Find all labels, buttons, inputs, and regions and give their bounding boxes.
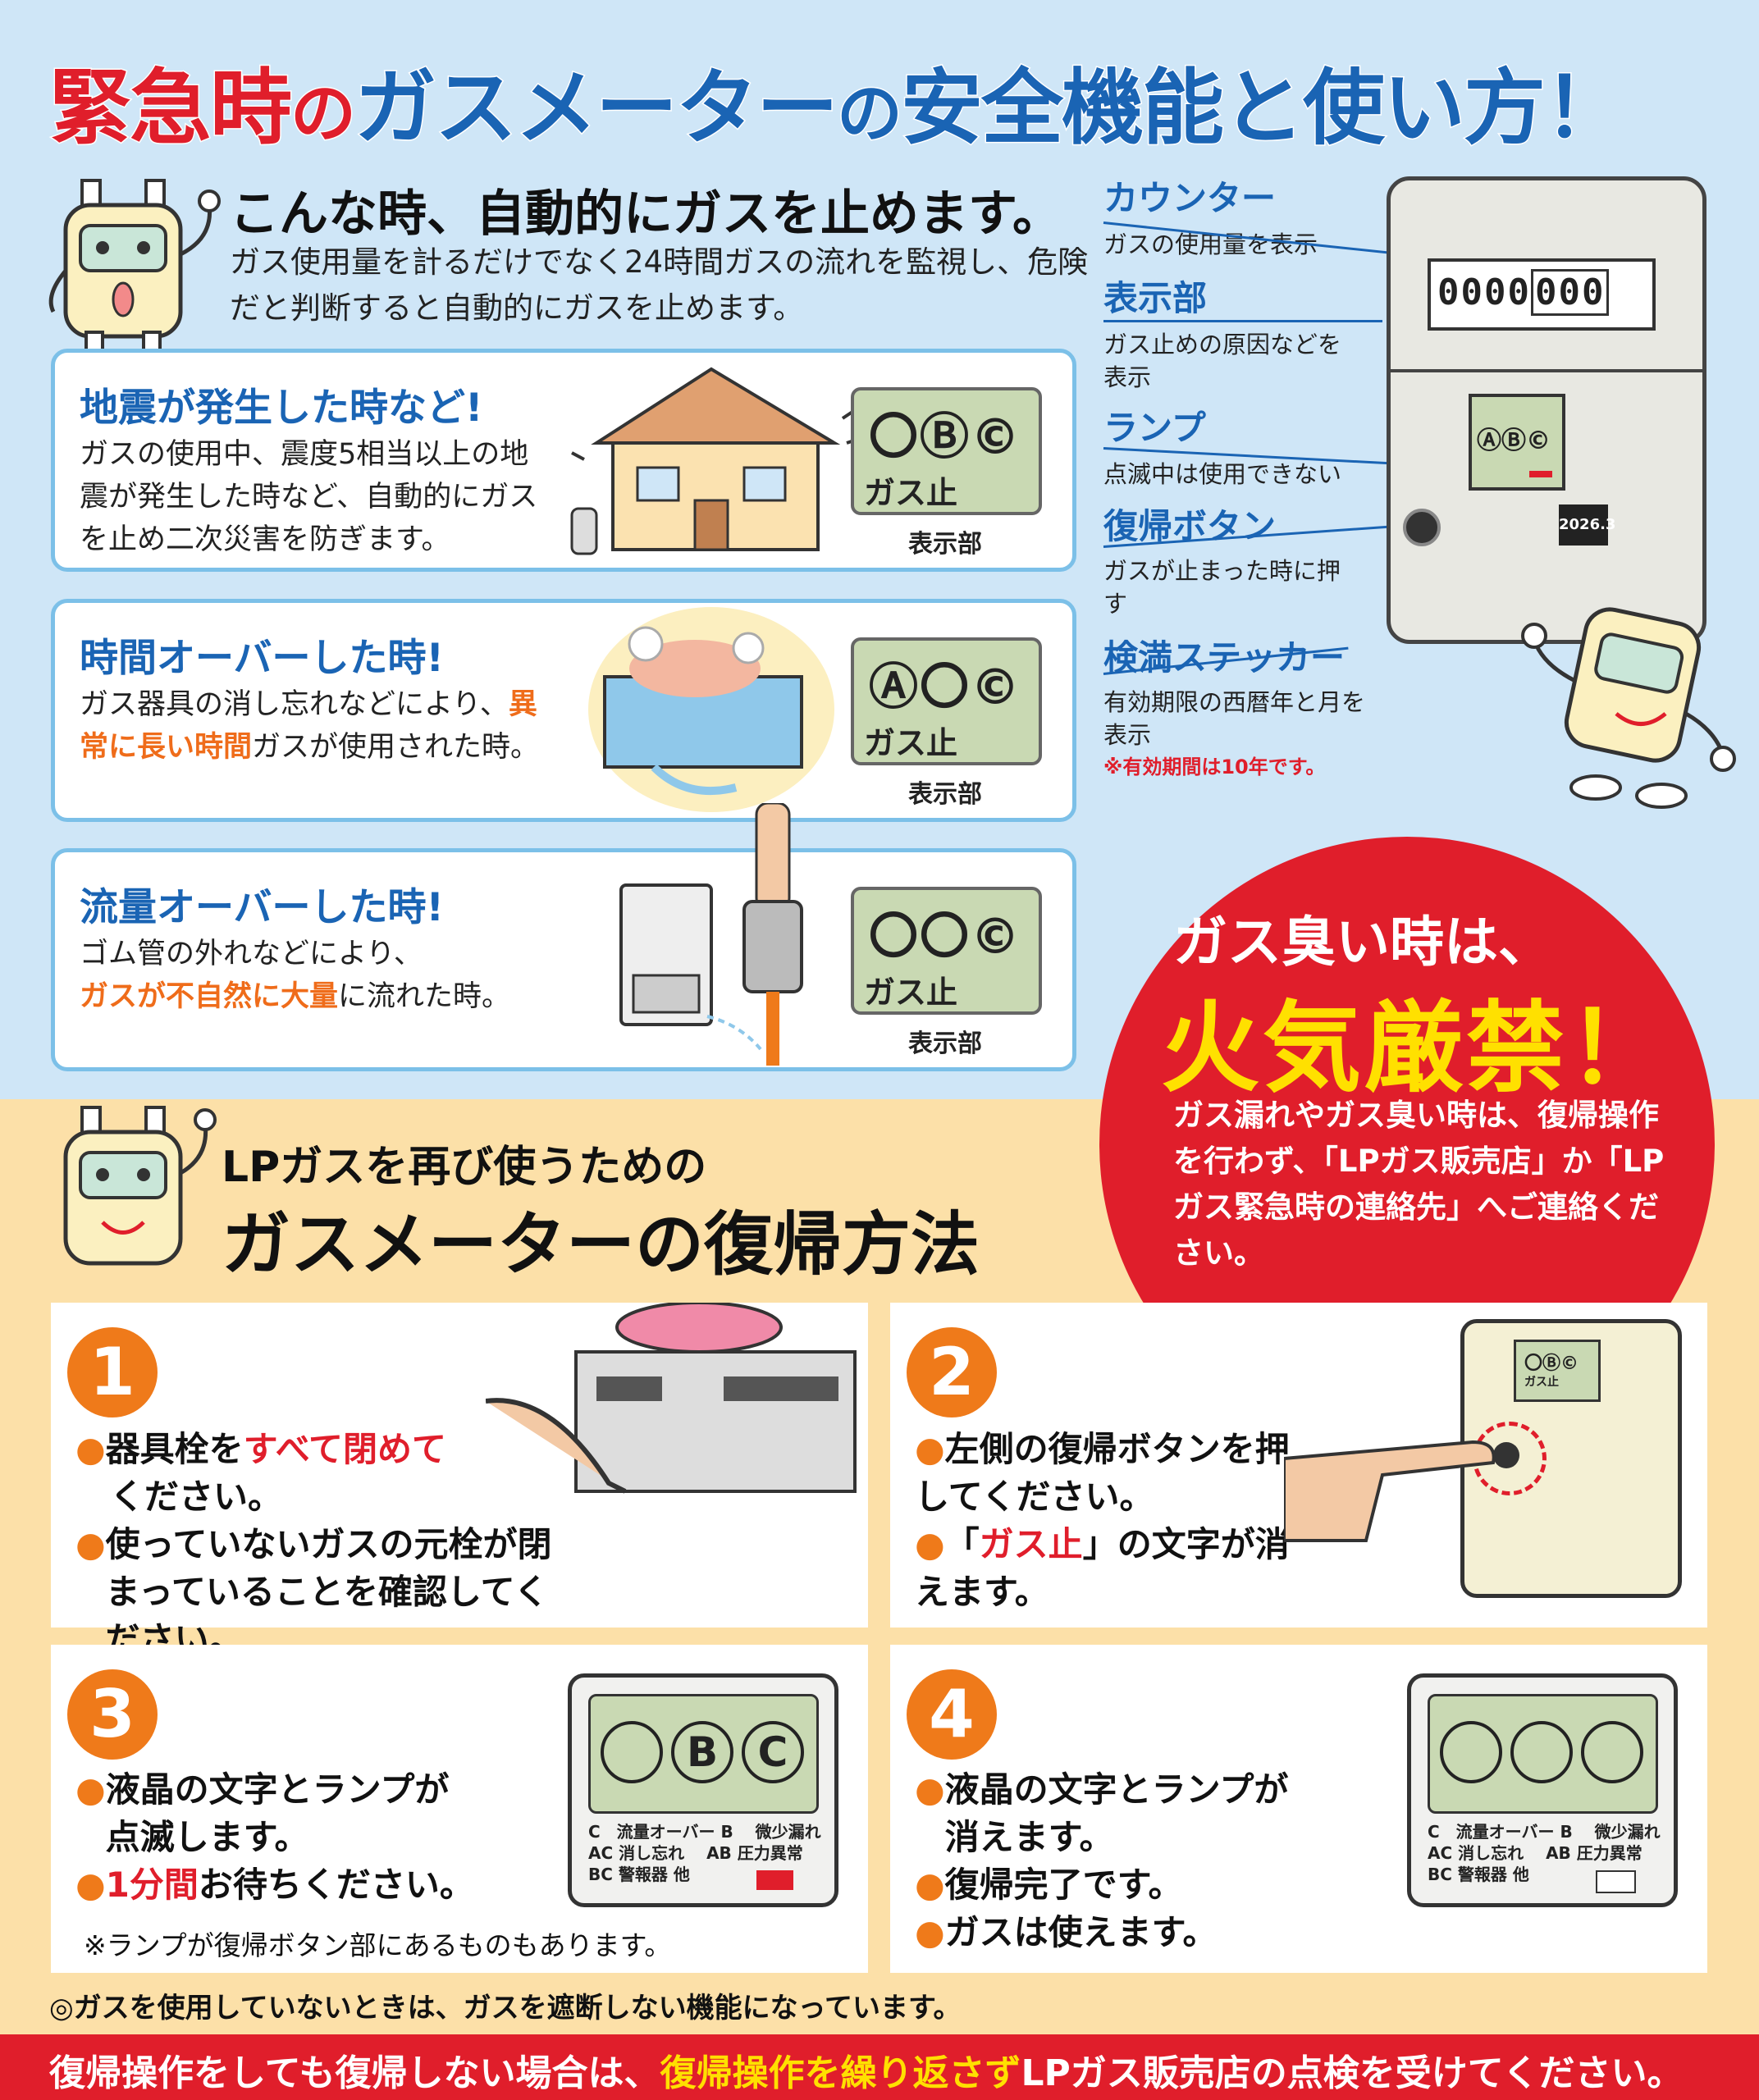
meter-panel: 〇Ⓑ© ガス止 bbox=[1460, 1319, 1682, 1598]
card-time-over: 時間オーバーした時! ガス器具の消し忘れなどにより、異常に長い時間ガスが使用され… bbox=[51, 599, 1076, 822]
step-4: 4 ●液晶の文字とランプが消えます。 ●復帰完了です。 ●ガスは使えます。 C … bbox=[890, 1645, 1707, 1973]
card-text: ガス器具の消し忘れなどにより、異常に長い時間ガスが使用された時。 bbox=[80, 688, 540, 764]
lcd-caption: 表示部 bbox=[908, 780, 982, 809]
bathtub-icon bbox=[588, 607, 834, 812]
panel-lcd: 〇Ⓑ© ガス止 bbox=[1514, 1340, 1601, 1402]
step-2: 2 ●左側の復帰ボタンを押してください。 ●「ガス止」の文字が消えます。 〇Ⓑ©… bbox=[890, 1303, 1707, 1628]
card-text: ゴム管の外れなどにより、ガスが不自然に大量に流れた時。 bbox=[80, 938, 511, 1013]
lcd-display: Ⓐ〇© ガス止 bbox=[851, 637, 1042, 765]
step-number: 4 bbox=[907, 1669, 997, 1760]
step-number: 2 bbox=[907, 1327, 997, 1418]
warning-line3: ガス漏れやガス臭い時は、復帰操作を行わず、「LPガス販売店」か「LPガス緊急時の… bbox=[1173, 1098, 1665, 1271]
lcd-caption: 表示部 bbox=[908, 1029, 982, 1058]
meter-lcd: ⒶⒷ© bbox=[1469, 394, 1565, 491]
mascot-icon bbox=[48, 179, 221, 363]
card-title: 地震が発生した時など! bbox=[80, 386, 483, 431]
step-1: 1 ●器具栓をすべて閉めてください。 ●使っていないガスの元栓が閉まっていること… bbox=[51, 1303, 868, 1659]
label-display-title: 表示部 bbox=[1103, 278, 1208, 318]
card-title: 時間オーバーした時! bbox=[80, 636, 444, 681]
step-text: ●液晶の文字とランプが消えます。 ●復帰完了です。 ●ガスは使えます。 bbox=[915, 1769, 1289, 1952]
bottom-bar bbox=[0, 2034, 1759, 2100]
recovery-subtitle: LPガスを再び使うための bbox=[222, 1143, 707, 1192]
reset-button-icon bbox=[1493, 1442, 1519, 1468]
mascot-icon bbox=[1521, 607, 1736, 809]
meter-lamp bbox=[1529, 471, 1552, 477]
panel-lcd: B C bbox=[588, 1694, 819, 1814]
finger-press-icon bbox=[1284, 1440, 1496, 1542]
card-earthquake: 地震が発生した時など! ガスの使用中、震度5相当以上の地震が発生した時など、自動… bbox=[51, 349, 1076, 572]
label-display-desc: ガス止めの原因などを表示 bbox=[1103, 331, 1342, 391]
warning-line2: 火気厳禁！ bbox=[1161, 992, 1670, 1106]
reset-button-icon bbox=[1403, 509, 1441, 546]
bottom-bar-text: 復帰操作をしても復帰しない場合は、復帰操作を繰り返さずLPガス販売店の点検を受け… bbox=[49, 2052, 1684, 2094]
leader-line bbox=[1103, 320, 1382, 322]
step-text: ●液晶の文字とランプが点滅します。 ●1分間お待ちください。 bbox=[75, 1769, 474, 1905]
card-title: 流量オーバーした時! bbox=[80, 885, 444, 930]
label-sticker-title: 検満ステッカー bbox=[1103, 637, 1346, 678]
card-text: ガスの使用中、震度5相当以上の地震が発生した時など、自動的にガスを止め二次災害を… bbox=[80, 438, 538, 556]
label-counter-title: カウンター bbox=[1103, 178, 1277, 218]
inspection-sticker: 2026.3 bbox=[1559, 504, 1615, 546]
lcd-display: 〇Ⓑ© ガス止 bbox=[851, 387, 1042, 515]
lcd-caption: 表示部 bbox=[908, 530, 982, 559]
step-number: 1 bbox=[67, 1327, 158, 1418]
step-3: 3 ●液晶の文字とランプが点滅します。 ●1分間お待ちください。 ※ランプが復帰… bbox=[51, 1645, 868, 1973]
step-text: ●左側の復帰ボタンを押してください。 ●「ガス止」の文字が消えます。 bbox=[915, 1429, 1290, 1612]
step-number: 3 bbox=[67, 1669, 158, 1760]
blinking-lamp bbox=[756, 1870, 793, 1890]
label-reset-desc: ガスが止まった時に押す bbox=[1103, 557, 1341, 618]
lamp-off bbox=[1596, 1870, 1636, 1893]
heater-hose-icon bbox=[619, 803, 803, 1066]
recovery-title: ガスメーターの復帰方法 bbox=[222, 1204, 980, 1285]
auto-stop-desc: ガス使用量を計るだけでなく24時間ガスの流れを監視し、危険だと判断すると自動的に… bbox=[230, 244, 1089, 326]
label-lamp-desc: 点滅中は使用できない bbox=[1103, 460, 1342, 488]
footnote: ◎ガスを使用していないときは、ガスを遮断しない機能になっています。 bbox=[49, 1992, 962, 2025]
label-counter-desc: ガスの使用量を表示 bbox=[1103, 231, 1318, 258]
label-sticker-desc: 有効期限の西暦年と月を表示 bbox=[1103, 688, 1366, 749]
house-icon bbox=[570, 367, 862, 555]
warning-line1: ガス臭い時は、 bbox=[1173, 911, 1552, 974]
step-text: ●器具栓をすべて閉めてください。 ●使っていないガスの元栓が閉まっていることを確… bbox=[75, 1429, 552, 1659]
stove-icon bbox=[486, 1303, 857, 1494]
lcd-display: 〇〇© ガス止 bbox=[851, 887, 1042, 1015]
panel-lcd bbox=[1428, 1694, 1658, 1814]
label-lamp-title: ランプ bbox=[1103, 408, 1206, 448]
auto-stop-heading: こんな時、自動的にガスを止めます。 bbox=[230, 185, 1062, 243]
step-note: ※ランプが復帰ボタン部にあるものもあります。 bbox=[84, 1929, 672, 1961]
mascot-icon bbox=[63, 1106, 217, 1266]
label-sticker-note: ※有効期間は10年です。 bbox=[1103, 756, 1326, 778]
page-title: 緊急時のガスメーターの安全機能と使い方！ bbox=[48, 59, 1628, 158]
card-flow-over: 流量オーバーした時! ゴム管の外れなどにより、ガスが不自然に大量に流れた時。 〇… bbox=[51, 803, 1076, 1071]
